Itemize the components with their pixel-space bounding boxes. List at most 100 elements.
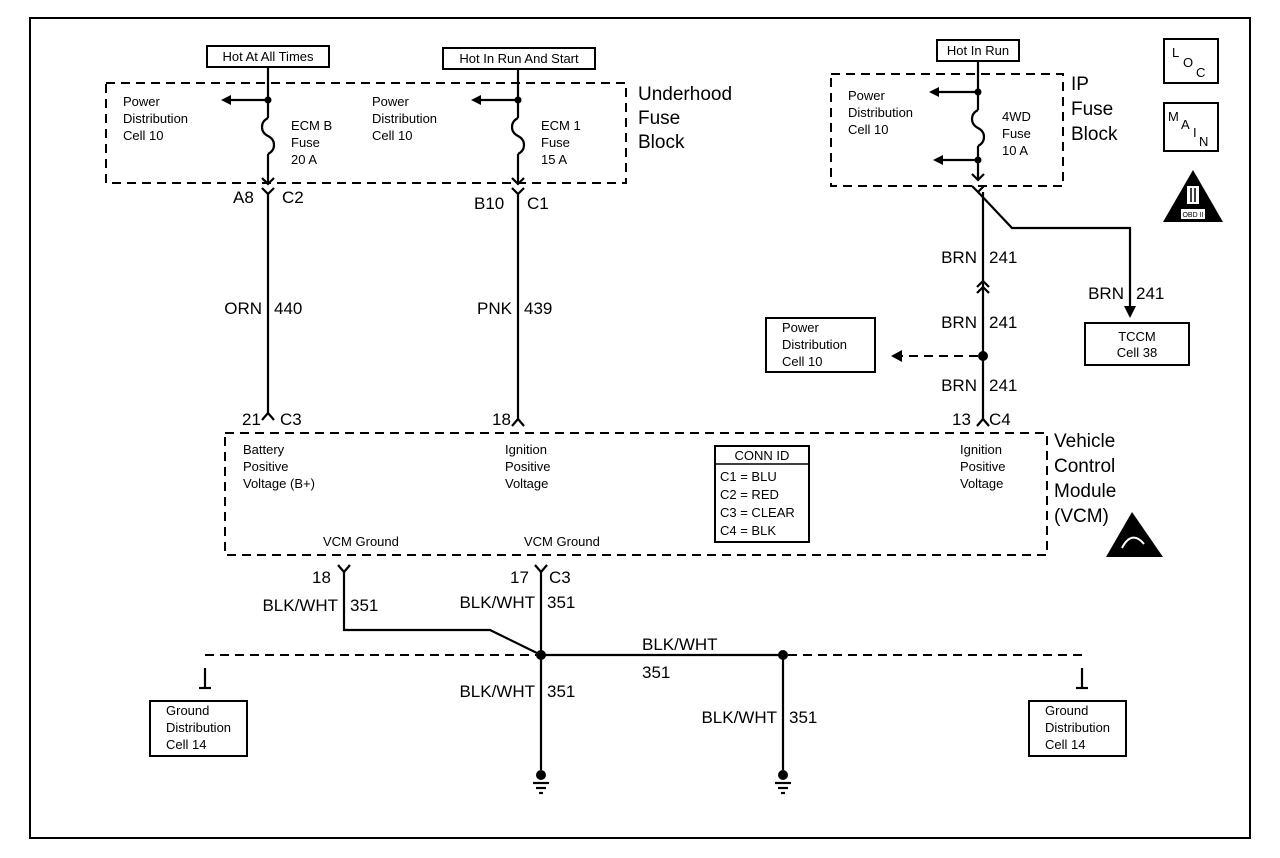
svg-text:Ground: Ground: [166, 703, 209, 718]
svg-text:241: 241: [989, 248, 1017, 267]
tccm-reference-box: TCCM Cell 38: [1084, 322, 1190, 366]
svg-text:CONN ID: CONN ID: [735, 448, 790, 463]
svg-text:351: 351: [547, 593, 575, 612]
svg-text:Cell 14: Cell 14: [166, 737, 206, 752]
svg-text:Distribution: Distribution: [848, 105, 913, 120]
svg-text:18: 18: [312, 568, 331, 587]
wire-blk-wht-351-horizontal: BLK/WHT 351: [541, 635, 783, 682]
svg-text:351: 351: [642, 663, 670, 682]
svg-text:O: O: [1183, 55, 1193, 70]
svg-text:Ignition: Ignition: [505, 442, 547, 457]
underhood-fuse-block: [105, 82, 627, 184]
wire-pnk-439: PNK 439: [477, 194, 552, 420]
wire-blk-wht-351-left: BLK/WHT 351: [262, 572, 542, 656]
svg-text:18: 18: [492, 410, 511, 429]
svg-text:Power: Power: [848, 88, 886, 103]
power-distribution-left-label: Power Distribution Cell 10: [123, 94, 188, 143]
wire-brn-241-vcm: BRN 241 BRN 241 BRN 241: [941, 192, 1017, 420]
obd-ii-icon: OBD II: [1163, 170, 1223, 222]
svg-text:C1 = BLU: C1 = BLU: [720, 469, 777, 484]
svg-text:439: 439: [524, 299, 552, 318]
svg-text:B10: B10: [474, 194, 504, 213]
ignition-positive-voltage-label-2: Ignition Positive Voltage: [960, 442, 1006, 491]
svg-text:A8: A8: [233, 188, 254, 207]
svg-text:Block: Block: [638, 132, 685, 153]
svg-text:351: 351: [789, 708, 817, 727]
ground-stub-right: [1076, 668, 1088, 690]
svg-text:Cell 10: Cell 10: [123, 128, 163, 143]
svg-text:Power: Power: [123, 94, 161, 109]
ip-fuse-block: [830, 73, 1064, 187]
svg-text:Underhood: Underhood: [638, 84, 732, 105]
vcm-ground-label-1: VCM Ground: [323, 534, 399, 549]
svg-text:BLK/WHT: BLK/WHT: [262, 596, 338, 615]
svg-text:C1: C1: [527, 194, 549, 213]
connector-21-c3: 21 C3: [242, 406, 302, 429]
hot-in-run-and-start-label: Hot In Run And Start: [442, 47, 596, 70]
vcm-module-box: [224, 432, 1048, 556]
power-distribution-right-label: Power Distribution Cell 10: [372, 94, 437, 143]
ground-symbol-right: [775, 770, 791, 795]
hot-in-run-label: Hot In Run: [936, 39, 1020, 62]
4wd-fuse-label: 4WD Fuse 10 A: [1002, 109, 1031, 158]
svg-text:241: 241: [1136, 284, 1164, 303]
svg-text:Positive: Positive: [960, 459, 1006, 474]
svg-text:351: 351: [350, 596, 378, 615]
main-badge-icon: M A I N: [1163, 102, 1219, 152]
wire-orn-440: ORN 440: [224, 194, 302, 406]
ground-symbol-left: [533, 770, 549, 795]
svg-text:C4 = BLK: C4 = BLK: [720, 523, 776, 538]
svg-text:BLK/WHT: BLK/WHT: [701, 708, 777, 727]
svg-text:Distribution: Distribution: [372, 111, 437, 126]
svg-text:Power: Power: [782, 320, 820, 335]
svg-text:Cell 14: Cell 14: [1045, 737, 1085, 752]
svg-text:Vehicle: Vehicle: [1054, 431, 1115, 452]
power-distribution-branch: [891, 350, 978, 362]
svg-text:Hot At All Times: Hot At All Times: [222, 49, 314, 64]
svg-text:BLK/WHT: BLK/WHT: [459, 593, 535, 612]
wire-blk-wht-351-center: BLK/WHT 351 BLK/WHT 351: [459, 572, 575, 770]
esd-sensitive-icon: [1106, 512, 1163, 557]
svg-text:(VCM): (VCM): [1054, 506, 1109, 527]
connector-a8-c2: A8 C2: [233, 187, 304, 207]
svg-text:ECM 1: ECM 1: [541, 118, 581, 133]
svg-text:BRN: BRN: [941, 248, 977, 267]
svg-text:Distribution: Distribution: [1045, 720, 1110, 735]
svg-text:Hot In Run And Start: Hot In Run And Start: [459, 51, 579, 66]
svg-text:L: L: [1172, 45, 1179, 60]
svg-text:Fuse: Fuse: [638, 108, 680, 129]
ground-distribution-left-box: Ground Distribution Cell 14: [149, 700, 248, 757]
svg-text:Power: Power: [372, 94, 410, 109]
battery-positive-voltage-label: Battery Positive Voltage (B+): [243, 442, 315, 491]
svg-text:Cell 38: Cell 38: [1117, 345, 1157, 360]
svg-text:Cell 10: Cell 10: [782, 354, 822, 369]
svg-text:N: N: [1199, 134, 1208, 149]
hot-at-all-times-label: Hot At All Times: [206, 45, 330, 68]
svg-text:PNK: PNK: [477, 299, 513, 318]
svg-text:Ground: Ground: [1045, 703, 1088, 718]
ecm-1-fuse-label: ECM 1 Fuse 15 A: [541, 118, 581, 167]
svg-text:241: 241: [989, 313, 1017, 332]
ignition-positive-voltage-label-1: Ignition Positive Voltage: [505, 442, 551, 491]
svg-text:I: I: [1193, 125, 1197, 140]
svg-text:C4: C4: [989, 410, 1011, 429]
power-distribution-reference-box: Power Distribution Cell 10: [765, 317, 876, 373]
svg-text:15 A: 15 A: [541, 152, 567, 167]
svg-text:Battery: Battery: [243, 442, 285, 457]
svg-text:ECM B: ECM B: [291, 118, 332, 133]
ecm-b-fuse-icon: [221, 66, 276, 186]
svg-text:C2 = RED: C2 = RED: [720, 487, 779, 502]
svg-text:Ignition: Ignition: [960, 442, 1002, 457]
connector-13-c4: 13 C4: [952, 410, 1011, 429]
loc-badge-icon: L O C: [1163, 38, 1219, 84]
ip-fuse-block-title: IP Fuse Block: [1071, 74, 1118, 145]
svg-text:Distribution: Distribution: [166, 720, 231, 735]
svg-text:Positive: Positive: [243, 459, 289, 474]
svg-text:A: A: [1181, 117, 1190, 132]
svg-text:Positive: Positive: [505, 459, 551, 474]
svg-text:20 A: 20 A: [291, 152, 317, 167]
ecm-b-fuse-label: ECM B Fuse 20 A: [291, 118, 332, 167]
svg-text:17: 17: [510, 568, 529, 587]
ground-stub-left: [199, 668, 211, 690]
